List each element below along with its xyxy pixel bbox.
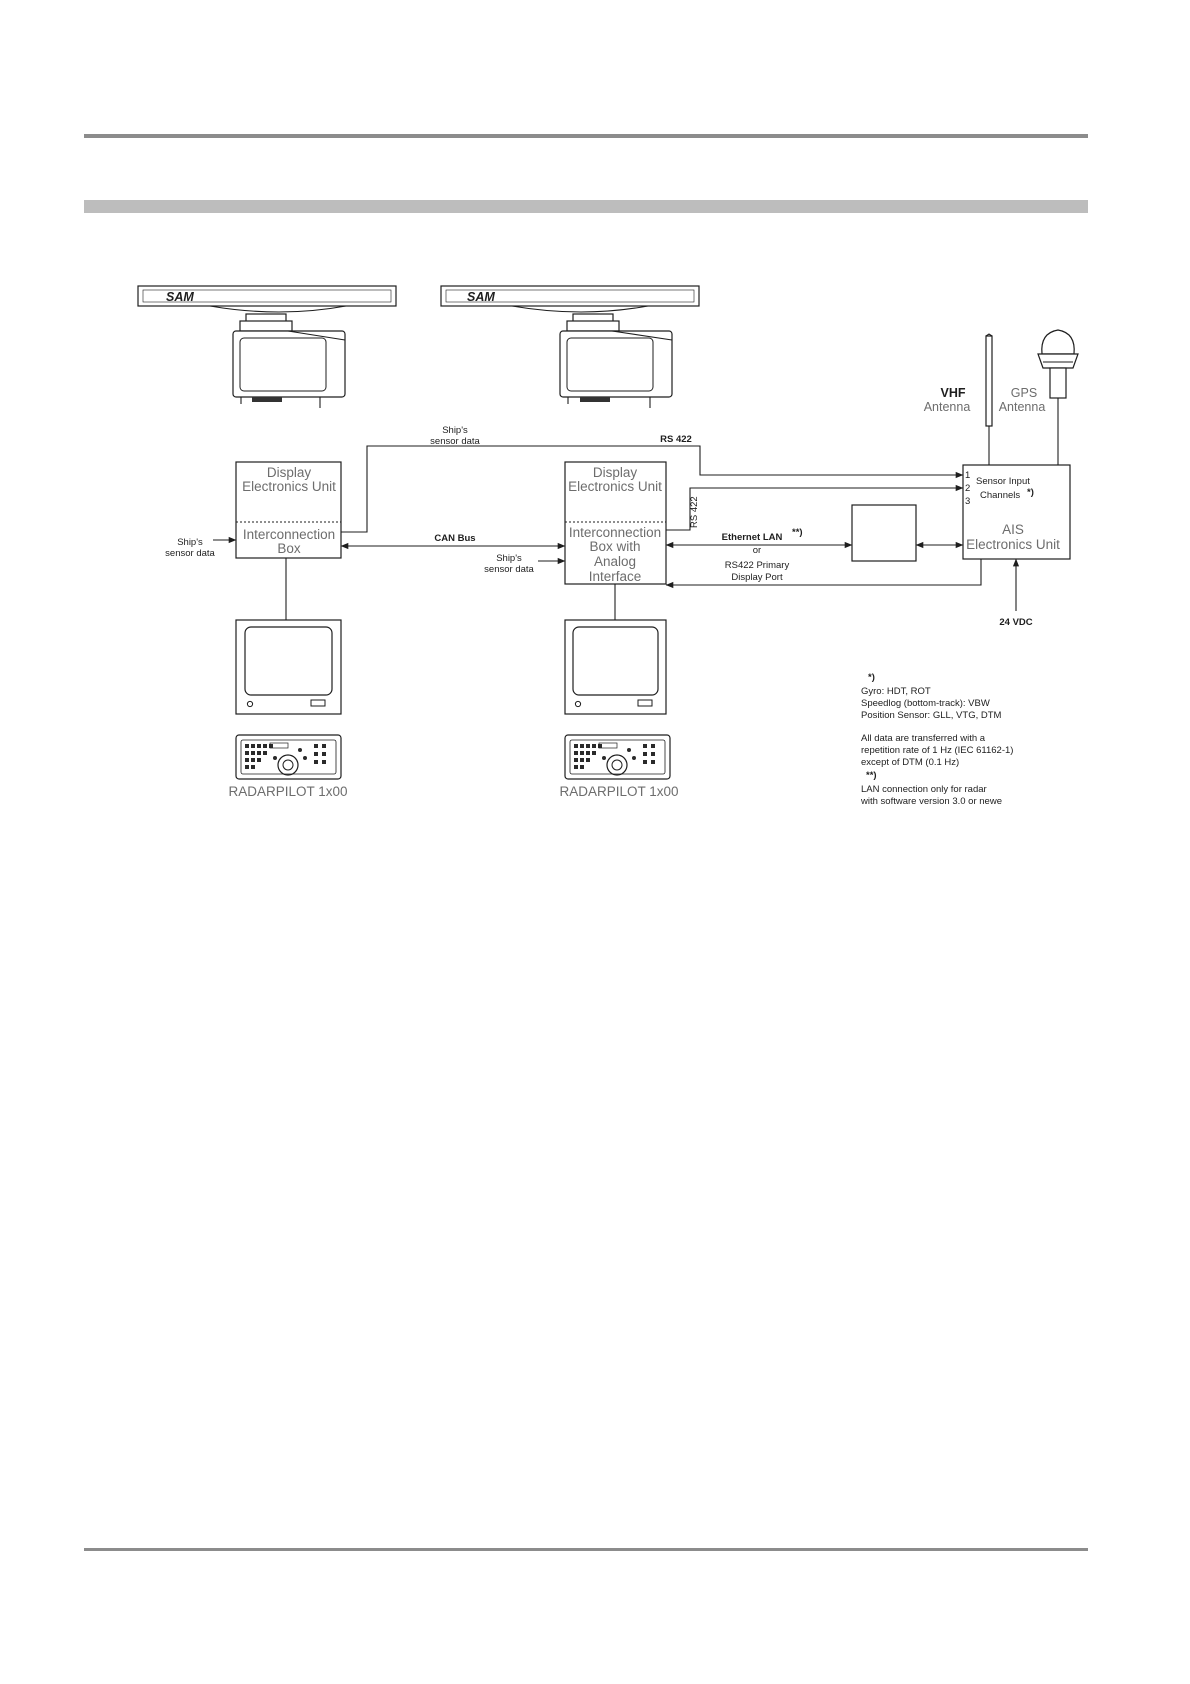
interconnection-box-line2: Box with <box>589 539 640 554</box>
unit-2-name: RADARPILOT 1x00 <box>559 784 678 799</box>
lan-switch-box <box>851 504 917 562</box>
antenna-brand-label: SAM <box>166 290 194 304</box>
section-bar <box>84 200 1088 213</box>
display-electronics-unit-1: Display Electronics Unit Interconnection… <box>235 461 342 559</box>
vhf-label-line2: Antenna <box>924 400 971 414</box>
control-panel-1 <box>235 734 342 780</box>
rs422-primary-line <box>665 559 982 589</box>
ethernet-lan-label: Ethernet LAN <box>722 532 783 543</box>
sensor-channel-1: 1 <box>965 470 970 481</box>
interconnection-box-subtitle: Box <box>277 541 301 556</box>
radar-antenna-1: SAM <box>137 285 397 408</box>
footnote-line: All data are transferred with a <box>861 733 986 744</box>
ships-sensor-label-2: Ship's <box>496 553 522 564</box>
rs422-primary-label: RS422 Primary <box>725 560 790 571</box>
unit-1-name: RADARPILOT 1x00 <box>228 784 347 799</box>
ships-sensor-label-top-b: sensor data <box>430 436 480 447</box>
footnote-mark-2: **) <box>866 770 877 781</box>
sensor-input-label: Sensor Input <box>976 476 1030 487</box>
header-rule <box>84 134 1088 138</box>
sensor-note-mark: *) <box>1027 487 1034 498</box>
sensor-feed-line-ch1 <box>341 445 964 533</box>
rs422-line-ch2 <box>666 484 964 531</box>
ships-sensor-label-2b: sensor data <box>484 564 534 575</box>
ships-sensor-label-top: Ship's <box>442 425 468 436</box>
footnote-line: repetition rate of 1 Hz (IEC 61162-1) <box>861 745 1013 756</box>
connection-lines <box>213 445 1020 611</box>
ais-unit-title: AIS <box>1002 522 1024 537</box>
footnote-mark-1: *) <box>868 672 875 683</box>
rs422-label-vertical: RS 422 <box>689 496 700 528</box>
power-label: 24 VDC <box>999 617 1032 628</box>
footnote-line: LAN connection only for radar <box>861 784 987 795</box>
footnote-line: with software version 3.0 or newe <box>860 796 1002 807</box>
display-unit-subtitle: Electronics Unit <box>242 479 336 494</box>
gps-antenna: GPS Antenna <box>999 329 1079 466</box>
ais-unit-subtitle: Electronics Unit <box>966 537 1060 552</box>
display-port-label: Display Port <box>731 572 783 583</box>
gps-label-line2: Antenna <box>999 400 1046 414</box>
sensor-channels-label: Channels <box>980 490 1020 501</box>
sensor-channel-2: 2 <box>965 483 970 494</box>
interconnection-box-line3: Analog <box>594 554 636 569</box>
display-unit-subtitle: Electronics Unit <box>568 479 662 494</box>
sensor-channel-3: 3 <box>965 496 970 507</box>
vhf-antenna: VHF Antenna <box>924 333 993 466</box>
vhf-label-line1: VHF <box>941 386 966 400</box>
footnote-line: Position Sensor: GLL, VTG, DTM <box>861 710 1002 721</box>
antenna-brand-label: SAM <box>467 290 495 304</box>
display-electronics-unit-2: Display Electronics Unit Interconnection… <box>564 461 667 585</box>
ships-sensor-label-1: Ship's <box>177 537 203 548</box>
ais-electronics-unit: 1 2 3 Sensor Input Channels *) AIS Elect… <box>962 464 1071 560</box>
ships-sensor-label-1b: sensor data <box>165 548 215 559</box>
transceiver-housing <box>232 330 346 408</box>
footnote-line: Gyro: HDT, ROT <box>861 686 931 697</box>
radar-antenna-2: SAM <box>440 285 700 408</box>
interconnection-box-line4: Interface <box>589 569 642 584</box>
footnotes: *) Gyro: HDT, ROT Speedlog (bottom-track… <box>860 672 1013 807</box>
ethernet-note-mark: **) <box>792 527 803 538</box>
footnote-line: except of DTM (0.1 Hz) <box>861 757 959 768</box>
interconnection-box-title: Interconnection <box>243 527 335 542</box>
rs422-label-top: RS 422 <box>660 434 692 445</box>
footnote-line: Speedlog (bottom-track): VBW <box>861 698 990 709</box>
display-unit-title: Display <box>267 465 312 480</box>
radar-monitor-1 <box>235 558 342 715</box>
footer-rule <box>84 1548 1088 1551</box>
display-unit-title: Display <box>593 465 638 480</box>
transceiver-housing <box>559 330 673 408</box>
control-panel-2 <box>564 734 671 780</box>
radar-monitor-2 <box>564 584 667 715</box>
gps-label-line1: GPS <box>1011 386 1037 400</box>
can-bus-label: CAN Bus <box>434 533 475 544</box>
or-label: or <box>753 545 761 556</box>
interconnection-box-title: Interconnection <box>569 525 661 540</box>
